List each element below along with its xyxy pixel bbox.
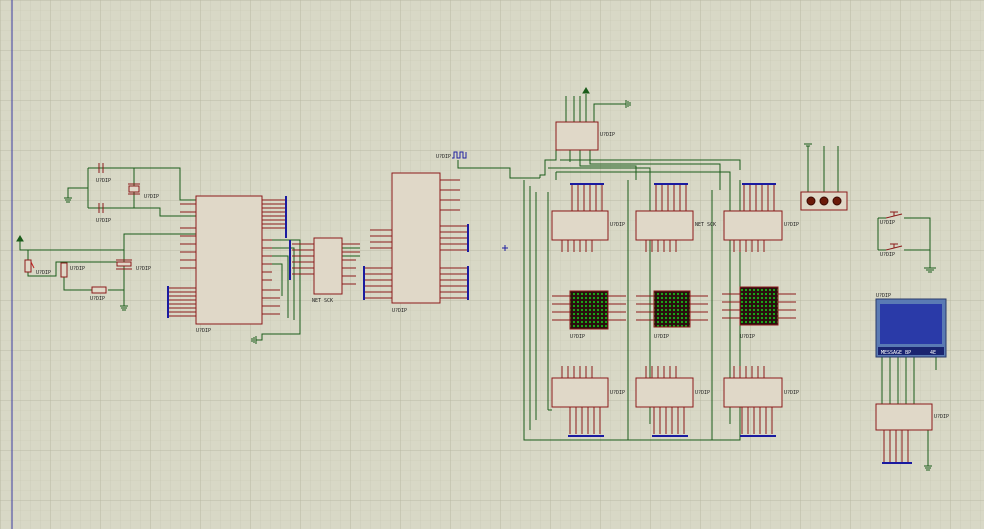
push-button-1-label: U?DIP — [880, 220, 895, 226]
push-button-2[interactable] — [878, 243, 903, 251]
clock-label: U?DIP — [436, 154, 451, 160]
top-chip-label: U?DIP — [600, 132, 615, 138]
led-matrix-left-label: U?DIP — [570, 334, 585, 340]
led-matrix-right-label: U?DIP — [740, 334, 755, 340]
driver-bottom-left-label: U?DIP — [610, 390, 625, 396]
push-button-1[interactable] — [878, 211, 903, 219]
driver-top-right-label: U?DIP — [784, 222, 799, 228]
capacitor-c1-label: U?DIP — [96, 178, 111, 184]
resistor-r2[interactable] — [91, 286, 107, 294]
driver-top-mid[interactable] — [635, 183, 694, 252]
resistor-r2-label: U?DIP — [90, 296, 105, 302]
mcu-label: U?DIP — [196, 328, 211, 334]
clock-source — [452, 151, 467, 159]
driver-top-left-label: U?DIP — [610, 222, 625, 228]
switch-reset-label: U?DIP — [36, 270, 51, 276]
lcd-driver-label: U?DIP — [934, 414, 949, 420]
lcd-driver-chip[interactable] — [875, 403, 933, 464]
crystal-x1[interactable] — [128, 183, 140, 195]
resistor-r1[interactable] — [60, 262, 68, 278]
capacitor-c2[interactable] — [98, 203, 104, 213]
lcd-display-label: U?DIP — [876, 293, 891, 299]
capacitor-c3-label: U?DIP — [136, 266, 151, 272]
mcu-chip[interactable] — [167, 195, 287, 325]
led-matrix-mid-label: U?DIP — [654, 334, 669, 340]
capacitor-c1[interactable] — [88, 163, 114, 173]
resistor-r1-label: U?DIP — [70, 266, 85, 272]
driver-bottom-right-label: U?DIP — [784, 390, 799, 396]
capacitor-c3[interactable] — [116, 259, 132, 270]
driver-bottom-left[interactable] — [551, 366, 609, 437]
lcd-text-right: 4E — [930, 350, 936, 356]
driver-top-right[interactable] — [723, 183, 783, 252]
driver-bottom-mid[interactable] — [635, 366, 694, 437]
push-button-2-label: U?DIP — [880, 252, 895, 258]
driver-top-left[interactable] — [551, 183, 609, 252]
top-chip[interactable] — [555, 121, 599, 151]
capacitor-c2-label: U?DIP — [96, 218, 111, 224]
driver-bottom-mid-label: U?DIP — [695, 390, 710, 396]
decoder-label: U?DIP — [392, 308, 407, 314]
driver-net-label: NET SCK — [695, 222, 716, 228]
lcd-text-left: MESSAGE BP — [881, 350, 911, 356]
origin-marker — [502, 245, 508, 251]
latch-chip[interactable] — [289, 237, 360, 295]
decoder-chip[interactable] — [363, 172, 469, 304]
led-matrix-left[interactable] — [552, 290, 626, 330]
led-matrix-mid[interactable] — [636, 290, 708, 328]
ground-symbols — [64, 100, 936, 471]
driver-bottom-right[interactable] — [723, 366, 783, 437]
led-bar[interactable] — [800, 191, 848, 211]
led-matrix-right[interactable] — [722, 286, 796, 326]
lcd-display[interactable]: MESSAGE BP 4E — [875, 298, 947, 358]
led-2 — [819, 196, 829, 206]
crystal-x1-label: U?DIP — [144, 194, 159, 200]
led-1 — [806, 196, 816, 206]
latch-net-label: NET SCK — [312, 298, 333, 304]
power-terminals — [16, 87, 590, 242]
switch-reset[interactable] — [24, 259, 35, 273]
led-3 — [832, 196, 842, 206]
